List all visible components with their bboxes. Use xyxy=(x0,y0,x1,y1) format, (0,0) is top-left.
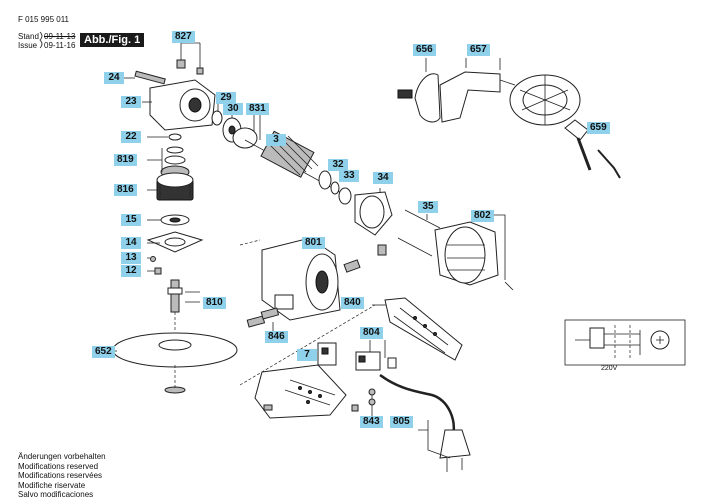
footer-line-es: Salvo modificaciones xyxy=(18,490,94,499)
wiring-schematic xyxy=(564,319,686,366)
footer-line-en: Modifications reserved xyxy=(18,461,99,471)
figure-badge: Abb./Fig. 1 xyxy=(80,33,145,47)
footer-line-fr: Modifications reservées xyxy=(18,471,103,480)
schematic-voltage: 220V xyxy=(601,365,618,372)
power-cable xyxy=(379,373,471,472)
callout-656: 656 xyxy=(413,44,436,56)
callout-657: 657 xyxy=(467,44,490,56)
callout-831: 831 xyxy=(246,103,269,115)
callout-23: 23 xyxy=(121,96,141,108)
field-stator xyxy=(434,214,514,291)
issue-date: 09-11-16 xyxy=(44,41,76,50)
callout-35: 35 xyxy=(418,201,438,213)
callout-843: 843 xyxy=(360,416,383,428)
callout-14: 14 xyxy=(121,237,141,249)
backing-pad xyxy=(112,312,238,394)
part-number: F 015 995 011 xyxy=(18,15,70,24)
callout-801: 801 xyxy=(302,237,325,249)
callout-15: 15 xyxy=(121,214,141,226)
callout-33: 33 xyxy=(339,170,359,182)
callout-819: 819 xyxy=(114,154,137,166)
callout-840: 840 xyxy=(341,297,364,309)
callout-3: 3 xyxy=(266,134,286,146)
callout-13: 13 xyxy=(121,252,141,264)
callout-652: 652 xyxy=(92,346,115,358)
callout-804: 804 xyxy=(360,327,383,339)
callout-24: 24 xyxy=(104,72,124,84)
motor-housing xyxy=(239,237,341,321)
callout-827: 827 xyxy=(172,31,195,43)
footer-notes: Änderungen vorbehalten Modifications res… xyxy=(18,452,106,500)
footer-line-de: Änderungen vorbehalten xyxy=(18,452,106,461)
guard xyxy=(439,58,581,126)
side-handle xyxy=(397,58,441,123)
handle-housing xyxy=(239,304,386,419)
issue-label: Issue xyxy=(18,41,38,50)
callout-805: 805 xyxy=(390,416,413,428)
callout-810: 810 xyxy=(203,297,226,309)
callout-7: 7 xyxy=(297,349,317,361)
callout-12: 12 xyxy=(121,265,141,277)
callout-802: 802 xyxy=(471,210,494,222)
stand-date: 09-11-13 xyxy=(44,32,76,41)
callout-34: 34 xyxy=(373,172,393,184)
callout-30: 30 xyxy=(223,103,243,115)
callout-22: 22 xyxy=(121,131,141,143)
callout-32: 32 xyxy=(328,159,348,171)
callout-29: 29 xyxy=(216,92,236,104)
callout-816: 816 xyxy=(114,184,137,196)
stand-label: Stand xyxy=(18,32,39,41)
footer-line-it: Modifiche riservate xyxy=(18,480,86,490)
callout-659: 659 xyxy=(587,122,610,134)
callout-846: 846 xyxy=(265,331,288,343)
rear-handle xyxy=(384,297,463,361)
